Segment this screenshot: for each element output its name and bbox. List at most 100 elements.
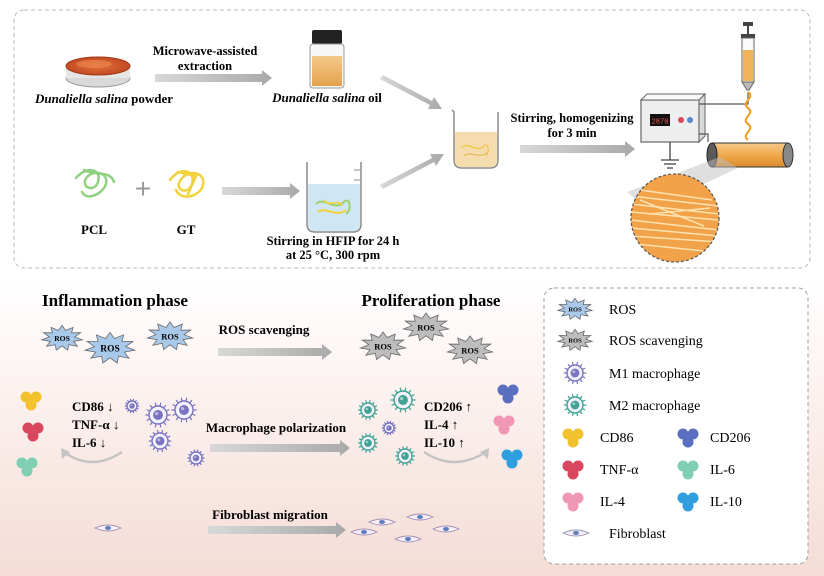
- m2-macrophage-icon: [357, 400, 379, 420]
- ros-blue-icon: ROS: [40, 324, 84, 351]
- arrow-polymers-to-beaker: [222, 183, 300, 199]
- legend-fibroblast-icon: [561, 529, 591, 537]
- m2-macrophage-icon: [390, 387, 416, 413]
- il4-cluster-icon: [493, 415, 515, 435]
- pcl-label: PCL: [81, 222, 107, 237]
- extraction-label-line2: extraction: [178, 59, 232, 73]
- curved-arrow-left: [63, 450, 123, 464]
- fibroblast-icon: [349, 528, 379, 536]
- ros-badge-text: ROS: [54, 334, 70, 343]
- legend-label-10: Fibroblast: [609, 527, 666, 542]
- macrophage-polarization-label: Macrophage polarization: [206, 420, 347, 435]
- arrow-fibroblast-migration: [208, 522, 346, 538]
- legend-label-1: ROS scavenging: [609, 334, 703, 349]
- homogenize-label-line2: for 3 min: [547, 126, 596, 140]
- wire-to-collector: [699, 133, 709, 142]
- ros-scavenging-label: ROS scavenging: [219, 322, 310, 337]
- ds-oil-label: Dunaliella salina oil: [271, 90, 382, 105]
- m1-macrophage-icon: [187, 449, 205, 467]
- legend-label-0: ROS: [609, 303, 636, 318]
- powder-dish-icon: [65, 56, 131, 88]
- fiber-jet-icon: [744, 91, 752, 141]
- right-marker-text: CD206 ↑: [424, 399, 472, 414]
- gt-label: GT: [177, 222, 196, 237]
- ros-badge-text: ROS: [417, 322, 435, 332]
- m1-macrophage-icon: [148, 429, 172, 453]
- right-marker-text: IL-4 ↑: [424, 417, 458, 432]
- m1-macrophage-icon: [171, 397, 197, 423]
- cd206-cluster-icon: [497, 384, 519, 404]
- arrow-powder-to-oil: [155, 70, 272, 86]
- arrow-oil-to-mix: [380, 75, 442, 109]
- voltage-supply-icon: [639, 92, 707, 144]
- m2-macrophage-icon: [357, 433, 379, 453]
- legend-label-2: M1 macrophage: [609, 367, 700, 382]
- ros-badge-text: ROS: [461, 345, 479, 355]
- legend-panel: [543, 287, 809, 565]
- ros-badge-text: ROS: [374, 341, 392, 351]
- ros-badge-text: ROS: [568, 307, 582, 314]
- ground-symbol-icon: [661, 142, 679, 169]
- inflammation-phase-title: Inflammation phase: [42, 291, 188, 310]
- tnf-alpha-cluster-icon: [22, 422, 44, 442]
- oil-vial-icon: [309, 30, 345, 89]
- cd86-cluster-icon: [20, 391, 42, 411]
- wire-to-needle: [699, 92, 749, 105]
- fibroblast-icon: [431, 525, 461, 533]
- legend-il6-icon: [677, 460, 699, 480]
- curved-arrow-left-head: [61, 448, 70, 459]
- arrow-beaker-to-mix: [380, 154, 444, 189]
- il10-cluster-icon: [501, 449, 523, 469]
- homogenize-label-line1: Stirring, homogenizing: [511, 111, 635, 125]
- ros-badge-text: ROS: [100, 345, 120, 355]
- legend-il10-icon: [677, 492, 699, 512]
- syringe-icon: [741, 22, 755, 91]
- legend-ros-icon: ROS: [556, 297, 594, 320]
- fibroblast-icon: [393, 535, 423, 543]
- curved-arrow-right-head: [480, 448, 489, 459]
- legend-cd206-icon: [677, 428, 699, 448]
- left-marker-text: TNF-α ↓: [72, 417, 119, 432]
- legend-label-9: IL-10: [710, 495, 742, 510]
- ros-scavenged-icon: ROS: [401, 312, 451, 342]
- ros-scavenged-icon: ROS: [358, 331, 408, 361]
- hfip-label-line2: at 25 °C, 300 rpm: [286, 248, 381, 262]
- arrow-macrophage-polarization: [210, 440, 350, 456]
- ros-blue-icon: ROS: [83, 331, 137, 364]
- gt-fiber-icon: [168, 170, 205, 198]
- legend-label-3: M2 macrophage: [609, 399, 700, 414]
- fiber-mat-zoom-icon: [630, 173, 720, 263]
- mixture-beaker-icon: [451, 109, 499, 169]
- hfip-beaker-icon: [306, 162, 362, 233]
- arrow-mix-to-device: [520, 141, 635, 157]
- legend-il4-icon: [562, 492, 584, 512]
- ros-blue-icon: ROS: [145, 321, 195, 351]
- m2-macrophage-icon: [394, 446, 416, 466]
- m1-macrophage-icon: [145, 402, 171, 428]
- legend-ros-scavenging-icon: ROS: [556, 328, 594, 351]
- ds-powder-label: Dunaliella salina powder: [34, 91, 173, 106]
- proliferation-phase-title: Proliferation phase: [362, 291, 501, 310]
- device-display: 2870: [652, 119, 669, 127]
- left-marker-text: IL-6 ↓: [72, 435, 106, 450]
- curved-arrow-right: [423, 450, 487, 464]
- legend-cd86-icon: [562, 428, 584, 448]
- legend-m2-macrophage-icon: [563, 393, 587, 417]
- left-marker-text: CD86 ↓: [72, 399, 114, 414]
- legend-label-6: TNF-α: [600, 463, 639, 478]
- ros-badge-text: ROS: [568, 338, 582, 345]
- legend-label-7: IL-6: [710, 463, 735, 478]
- plus-sign: +: [135, 173, 151, 204]
- fibroblast-icon: [93, 524, 123, 532]
- right-marker-text: IL-10 ↑: [424, 435, 465, 450]
- hfip-label-line1: Stirring in HFIP for 24 h: [267, 234, 400, 248]
- fibroblast-icon: [367, 518, 397, 526]
- il6-cluster-icon: [16, 457, 38, 477]
- fibroblast-migration-label: Fibroblast migration: [212, 507, 328, 522]
- m1-macrophage-icon: [381, 420, 397, 436]
- arrow-ros-scavenging: [218, 344, 332, 360]
- extraction-label-line1: Microwave-assisted: [153, 44, 258, 58]
- legend-label-4: CD86: [600, 431, 633, 446]
- ros-scavenged-icon: ROS: [445, 335, 495, 365]
